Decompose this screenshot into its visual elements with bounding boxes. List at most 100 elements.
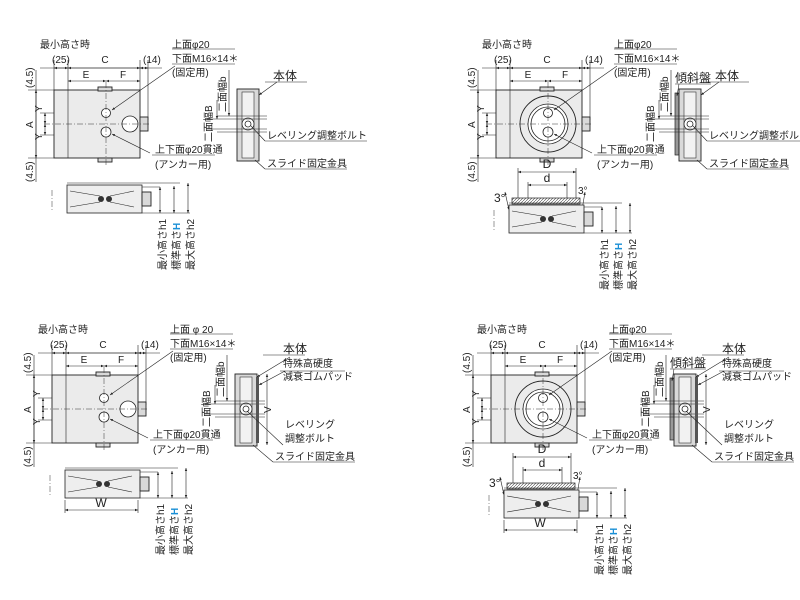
- dim-f-label: F: [562, 70, 568, 81]
- joint: [548, 216, 554, 222]
- dim-45-bottom-label: (4.5): [467, 161, 478, 182]
- dim-a-label: A: [467, 121, 478, 128]
- bottom-hole-label: 下面M16×14＊: [614, 54, 680, 65]
- leveling-bolt-label: レベリング調整ボルト: [709, 129, 800, 142]
- dim-14-label: (14): [141, 340, 159, 351]
- tilt-plate-side: [669, 377, 675, 441]
- width-b-label: 二面幅b: [653, 361, 666, 397]
- dimension-line: [258, 81, 278, 96]
- top-hole-label: 上面φ20: [172, 39, 210, 51]
- tilt-plate-front: [506, 482, 576, 490]
- dimension-line: [111, 65, 176, 111]
- tilt-plate-side: [674, 92, 680, 156]
- dimension-line: [109, 350, 174, 396]
- h1-label: 最小高さh1: [598, 238, 611, 290]
- rubber-pad: [695, 377, 698, 443]
- line: [546, 506, 572, 513]
- body-label: 本体: [715, 69, 739, 83]
- leveling-1-label: レベリング: [285, 418, 335, 431]
- line: [69, 201, 101, 208]
- top-nub: [97, 86, 113, 92]
- dim-45-bottom-label: (4.5): [23, 446, 34, 467]
- adjust-knob-front: [141, 191, 152, 207]
- fixing-label: (固定用): [614, 66, 651, 79]
- body-front-view: [508, 204, 585, 234]
- top-hole-label: 上面φ20: [609, 324, 647, 336]
- min-height-label-label: 最小高さ時: [40, 38, 90, 51]
- tilt-plate-label: 傾斜盤: [675, 71, 711, 85]
- top-nub: [539, 86, 555, 92]
- leveling-bolt-label: レベリング調整ボルト: [267, 129, 367, 142]
- line: [67, 475, 99, 482]
- line: [107, 486, 133, 493]
- anchor-label: (アンカー用): [153, 444, 209, 456]
- anchor-label: (アンカー用): [592, 444, 648, 456]
- dim-y2-label: Y: [34, 133, 45, 140]
- line: [69, 190, 101, 197]
- h2-label: 最大高さh2: [621, 523, 634, 575]
- fixing-label: (固定用): [609, 351, 646, 364]
- angle-right-label: 3°: [578, 186, 588, 197]
- line: [696, 159, 708, 170]
- dim-y2-label: Y: [32, 418, 43, 425]
- dim-e-label: E: [83, 70, 90, 81]
- bottom-hole-label: 下面M16×14＊: [609, 339, 675, 350]
- leveling-bolt-core: [242, 405, 250, 413]
- bottom-nub: [97, 157, 113, 163]
- min-height-label-label: 最小高さ時: [482, 38, 532, 51]
- dim-W-label: W: [534, 516, 546, 530]
- standard-height-label: 標準高さH: [612, 243, 625, 290]
- dim-y2-label: Y: [471, 418, 482, 425]
- angle-left-label: 3°: [489, 476, 501, 490]
- through-hole-label: 上下面φ20貫通: [592, 429, 660, 441]
- dimension-line: [695, 356, 730, 378]
- dim-e-label: E: [81, 355, 88, 366]
- fixing-label: (固定用): [170, 351, 207, 364]
- min-height-label-label: 最小高さ時: [38, 323, 88, 336]
- standard-height-H-label: H: [170, 508, 181, 515]
- width-B-label: 二面幅B: [202, 105, 215, 142]
- dimension-line: [504, 191, 510, 211]
- dim-y1-label: Y: [476, 105, 487, 112]
- line: [546, 495, 572, 502]
- rubber-2-label: 減衰ゴムパッド: [722, 370, 792, 383]
- standard-height-H-label: H: [614, 243, 625, 250]
- standard-height-prefix: 標準高さ: [612, 250, 625, 290]
- leveling-1-label: レベリング: [724, 418, 774, 431]
- dim-y2-label: Y: [476, 133, 487, 140]
- leveling-bolt-core: [681, 405, 689, 413]
- width-B-label: 二面幅B: [639, 390, 652, 427]
- dim-a-label: A: [25, 121, 36, 128]
- line: [254, 159, 266, 170]
- dim-e-label: E: [520, 355, 527, 366]
- dim-45-top-label: (4.5): [462, 352, 473, 373]
- dim-f-label: F: [557, 355, 563, 366]
- dim-45-bottom-label: (4.5): [25, 161, 36, 182]
- dim-45-top-label: (4.5): [25, 67, 36, 88]
- standard-height-H-label: H: [609, 528, 620, 535]
- width-b-label: 二面幅b: [214, 361, 227, 397]
- through-hole-label: 上下面φ20貫通: [153, 429, 221, 441]
- dim-c-label: C: [101, 55, 108, 66]
- rubber-pad: [256, 377, 259, 443]
- leveling-bolt-core: [686, 120, 694, 128]
- dim-c-label: C: [538, 340, 545, 351]
- bottom-hole-label: 下面M16×14＊: [172, 54, 238, 65]
- slide-bracket-label: スライド固定金具: [267, 157, 347, 170]
- dim-W-label: W: [95, 496, 107, 510]
- dimension-line: [697, 370, 725, 386]
- dimension-line: [256, 356, 291, 378]
- dim-a-label: A: [23, 406, 34, 413]
- dim-25-label: (25): [489, 340, 507, 351]
- standard-height-H-label: H: [172, 223, 183, 230]
- bottom-nub: [539, 157, 555, 163]
- joint: [543, 501, 549, 507]
- anchor-label: (アンカー用): [597, 159, 653, 171]
- line: [691, 444, 713, 463]
- rubber-1-label: 特殊高硬度: [283, 357, 333, 370]
- rubber-1-label: 特殊高硬度: [722, 357, 772, 370]
- h2-label: 最大高さh2: [184, 218, 197, 270]
- joint: [96, 481, 102, 487]
